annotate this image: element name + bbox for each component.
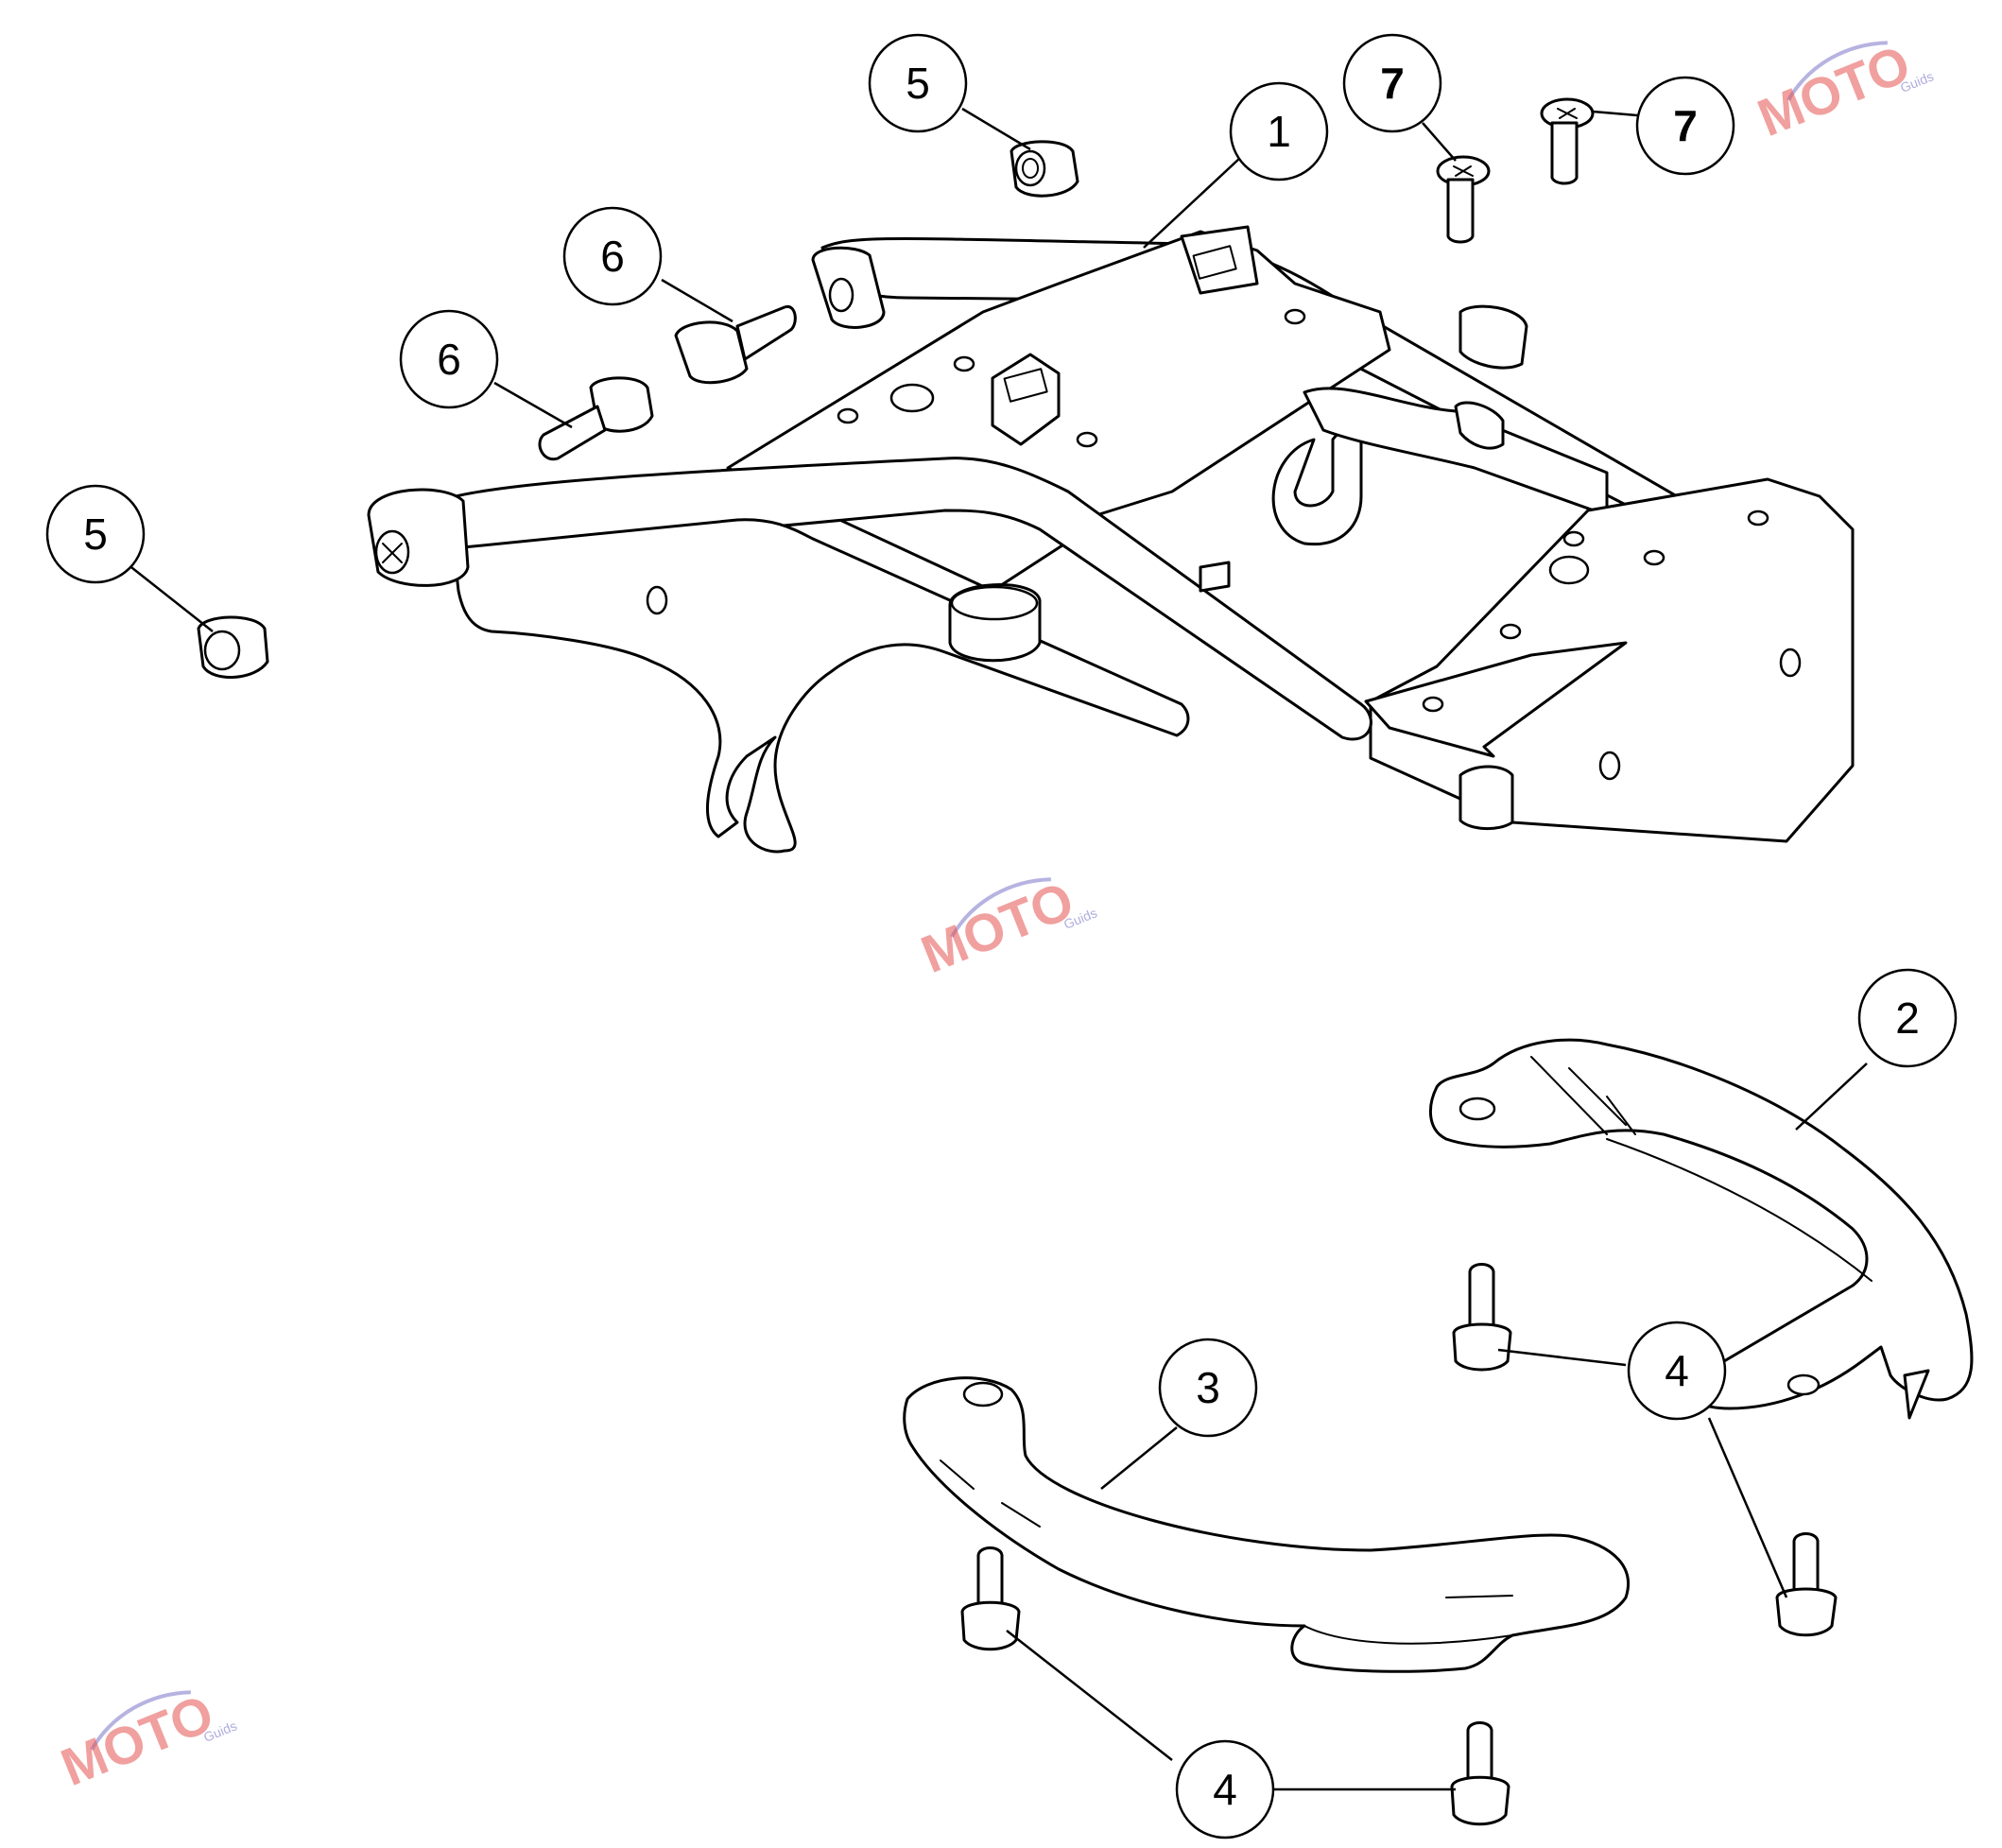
callout-6-lower: 6	[399, 309, 499, 409]
callout-2: 2	[1857, 968, 1958, 1068]
callout-4-bottom-label: 4	[1213, 1765, 1237, 1814]
watermark-brand: MOTO	[913, 870, 1081, 984]
bolt-4-a	[1452, 1263, 1512, 1372]
part-1-subframe	[367, 225, 1855, 854]
callout-5-top-label: 5	[906, 59, 930, 108]
watermark-bottom-left: MOTO Guids	[53, 1683, 239, 1797]
watermark-top-right: MOTO Guids	[1750, 33, 1936, 147]
bolt-4-b	[1775, 1532, 1838, 1637]
watermark-brand: MOTO	[53, 1683, 221, 1797]
callout-4-right: 4	[1627, 1321, 1727, 1421]
callout-5-left: 5	[45, 484, 146, 584]
callout-1: 1	[1229, 81, 1329, 181]
bolt-4-c	[960, 1546, 1021, 1651]
callout-6-upper-label: 6	[600, 232, 625, 281]
bolt-6-lower	[538, 376, 654, 461]
part-2-bracket	[1428, 1038, 1974, 1420]
callout-5-left-label: 5	[83, 509, 108, 559]
nut-5-top	[1010, 140, 1079, 198]
callout-7-left-label: 7	[1380, 59, 1405, 108]
callout-2-label: 2	[1895, 993, 1920, 1043]
watermark-center: MOTO Guids	[913, 870, 1099, 984]
part-3-bracket	[903, 1376, 1630, 1673]
leader-lines	[127, 107, 1868, 1791]
bolt-6-upper	[674, 304, 797, 385]
callout-6-lower-label: 6	[437, 335, 461, 384]
callout-7-left: 7	[1342, 33, 1442, 133]
callout-5-top: 5	[868, 33, 968, 133]
screw-7-right	[1540, 97, 1595, 185]
nut-5-left	[197, 615, 269, 679]
callout-7-right: 7	[1635, 76, 1735, 176]
callout-4-right-label: 4	[1665, 1346, 1689, 1395]
callout-1-label: 1	[1267, 107, 1291, 156]
callout-7-right-label: 7	[1673, 101, 1698, 150]
watermark-brand: MOTO	[1750, 33, 1918, 147]
screw-7-left	[1436, 155, 1491, 244]
callout-3-label: 3	[1196, 1363, 1220, 1412]
callout-6-upper: 6	[562, 206, 663, 306]
callout-4-bottom: 4	[1175, 1739, 1275, 1839]
bolt-4-d	[1450, 1721, 1510, 1826]
callout-3: 3	[1158, 1338, 1258, 1438]
